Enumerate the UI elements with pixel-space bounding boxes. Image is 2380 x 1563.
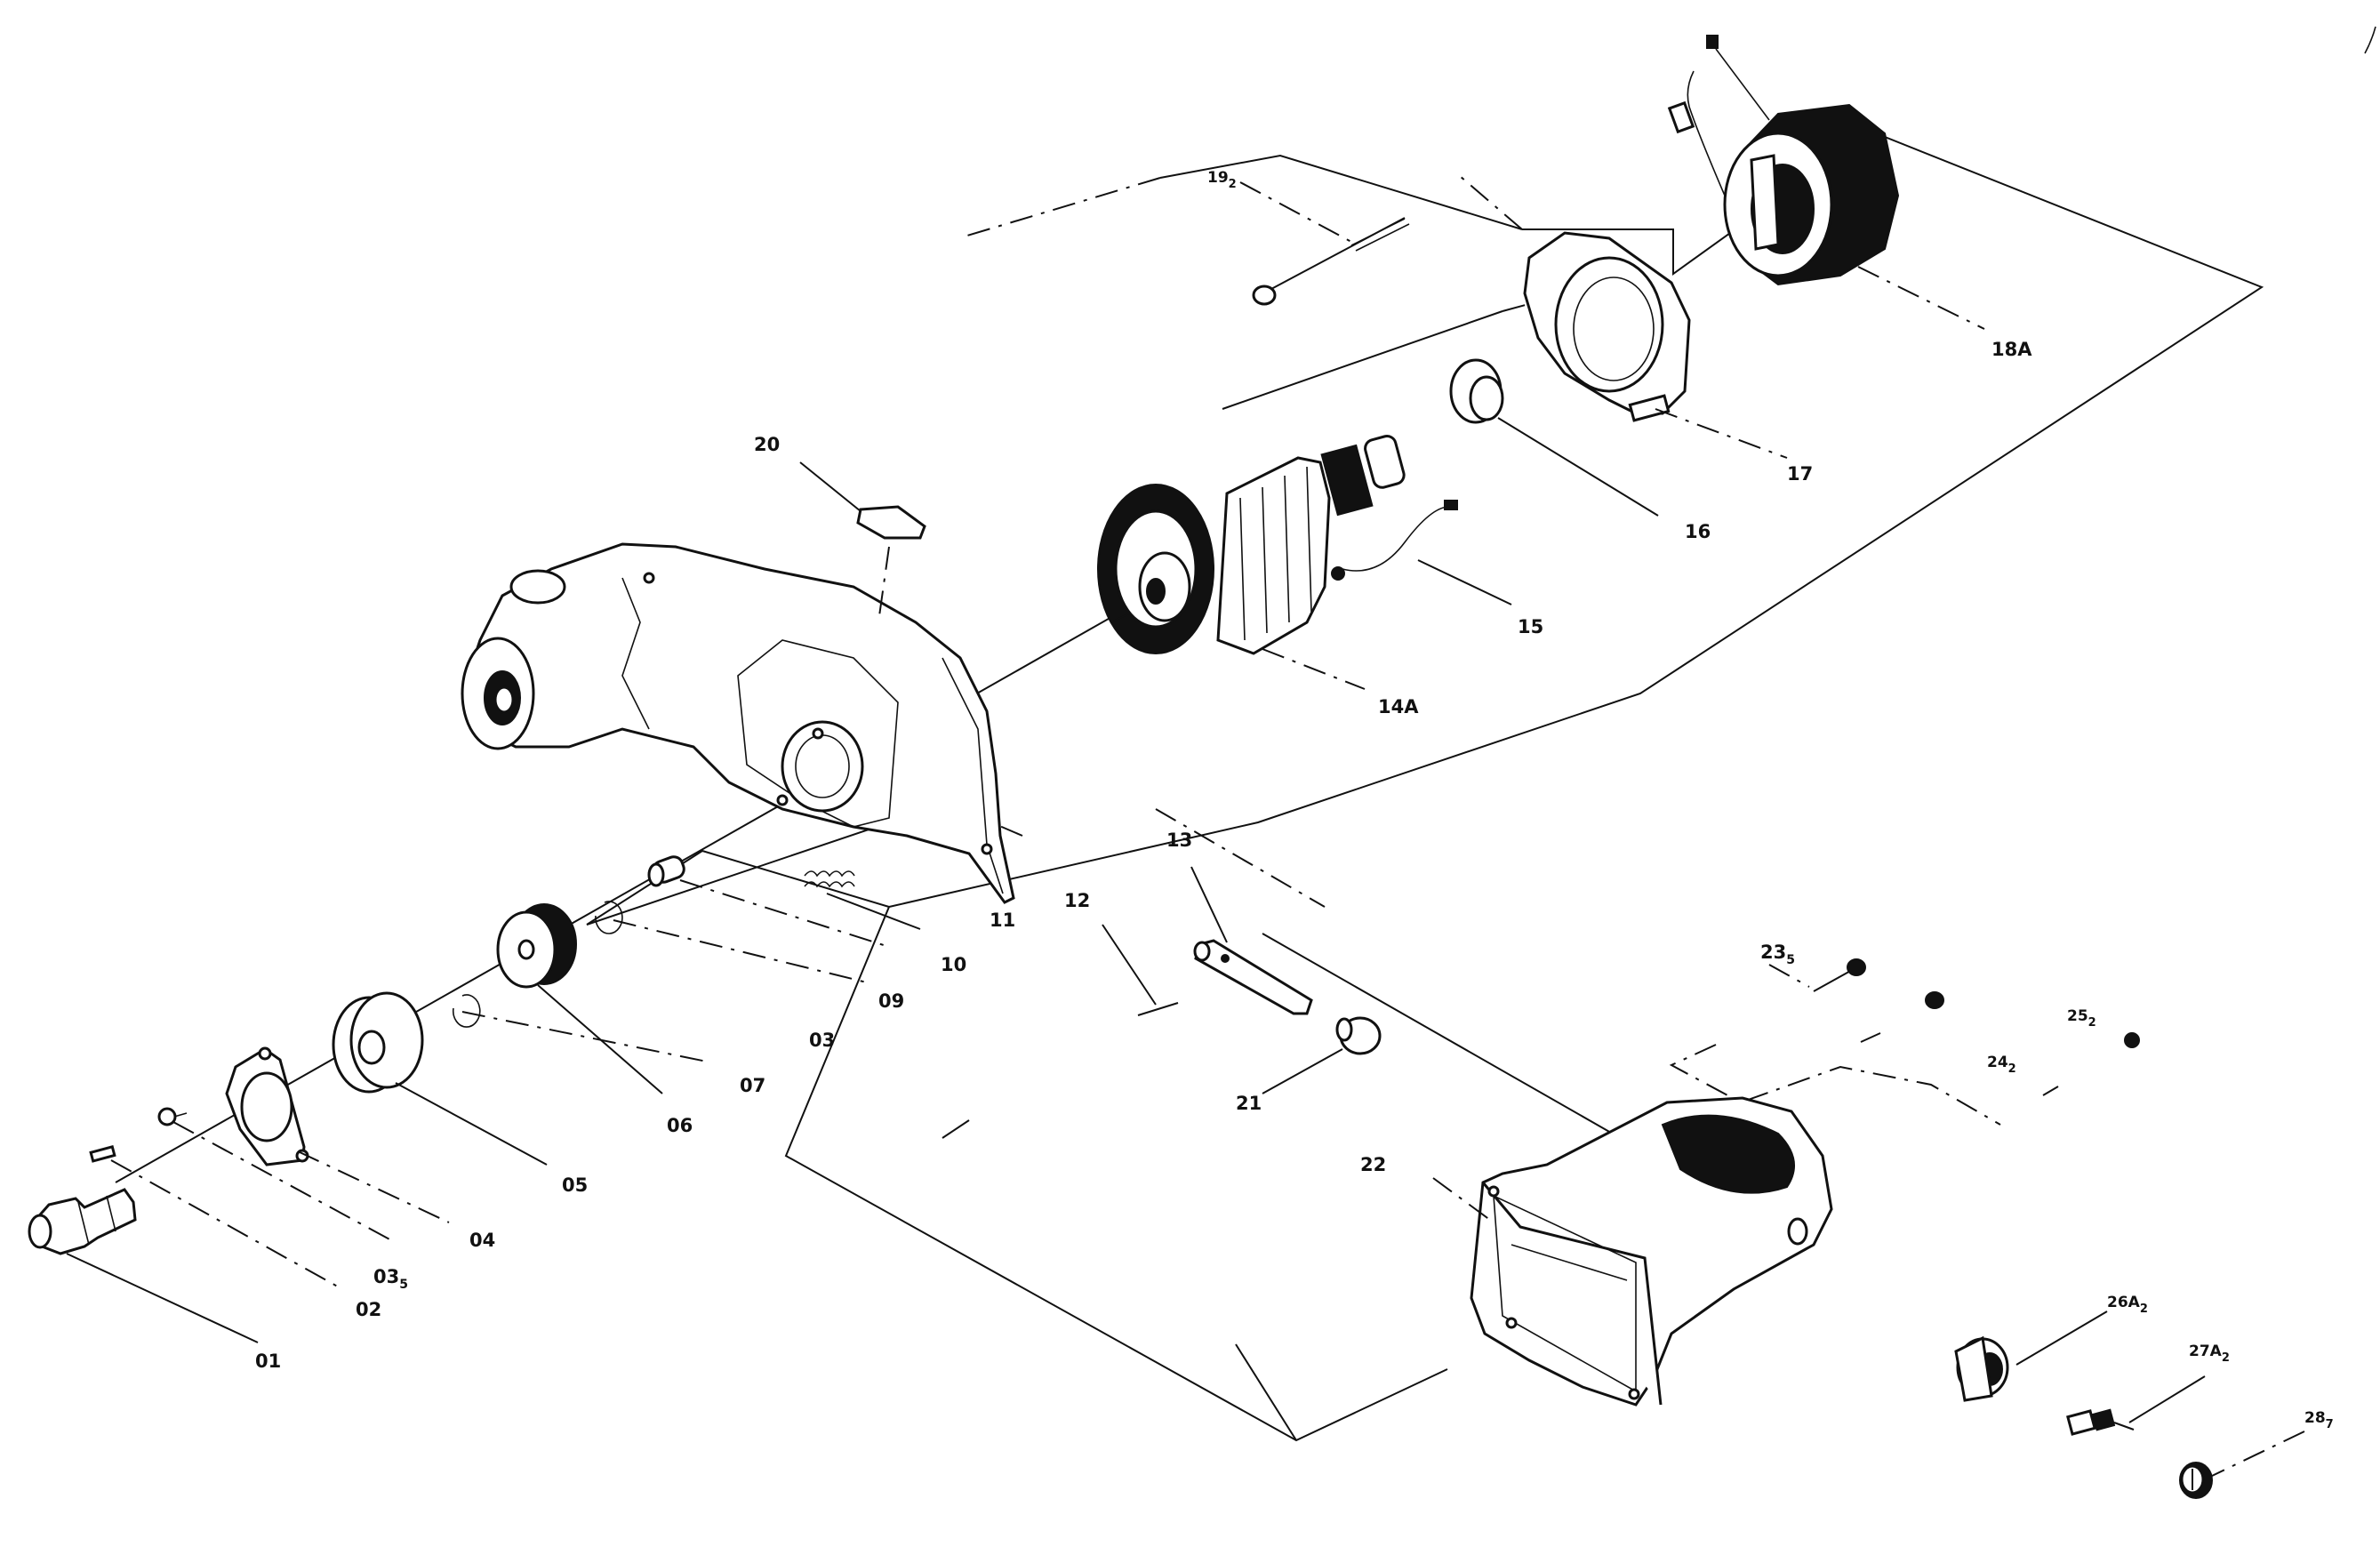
label-15: 15 <box>1518 616 1543 637</box>
part-15-lead-wire <box>1331 500 1458 581</box>
part-18-field-coil <box>1667 35 1900 286</box>
label-11: 11 <box>990 910 1015 931</box>
part-03-screw <box>157 1107 188 1126</box>
label-09: 09 <box>878 990 904 1012</box>
part-labels: 01 02 035 04 05 06 07 03 09 10 11 12 13 … <box>255 169 2334 1431</box>
part-04-retainer-plate <box>225 1046 309 1166</box>
label-27: 27A2 <box>2189 1343 2230 1365</box>
part-03-bushing <box>647 855 685 887</box>
label-28: 287 <box>2304 1409 2334 1431</box>
part-11-gear-housing <box>461 542 1015 904</box>
label-06: 06 <box>667 1115 693 1136</box>
label-17: 17 <box>1787 463 1813 485</box>
part-28-brush-cap <box>2179 1462 2213 1499</box>
label-02: 02 <box>356 1299 381 1320</box>
part-06-gear <box>496 903 577 989</box>
part-13-shaft <box>1193 939 1313 1015</box>
label-16: 16 <box>1685 521 1711 542</box>
part-17-baffle <box>1523 231 1691 422</box>
label-25: 252 <box>2067 1007 2096 1030</box>
part-01-spindle <box>28 1188 137 1255</box>
label-18: 18A <box>1991 339 2032 360</box>
part-26-brush-holder <box>1954 1335 2009 1402</box>
label-04: 04 <box>469 1230 495 1251</box>
label-03b: 035 <box>373 1266 408 1292</box>
part-05-bearing <box>332 991 424 1094</box>
part-12-pin <box>1137 1002 1179 1016</box>
part-07-circlip <box>452 994 481 1028</box>
label-23: 235 <box>1760 942 1795 967</box>
part-09-ring <box>595 901 623 934</box>
part-23-screw-2 <box>1860 991 1944 1043</box>
label-05: 05 <box>562 1174 588 1196</box>
part-16-bearing <box>1449 358 1504 424</box>
label-20: 20 <box>754 434 780 455</box>
part-24-screw <box>2042 1086 2059 1096</box>
part-21-button <box>1335 1016 1382 1055</box>
label-19: 192 <box>1207 169 1237 191</box>
part-19-bolt <box>1252 217 1410 306</box>
part-20-cover <box>856 505 926 623</box>
part-10-spring <box>804 870 855 888</box>
label-01: 01 <box>255 1351 281 1372</box>
label-10: 10 <box>941 954 966 975</box>
leader-lines <box>66 181 2305 1477</box>
label-22: 22 <box>1360 1154 1386 1175</box>
part-22-motor-housing <box>1470 1096 1833 1407</box>
label-07: 07 <box>740 1075 765 1096</box>
label-03a: 03 <box>809 1030 835 1051</box>
part-25-screw <box>2124 1032 2140 1048</box>
part-23-screw <box>1813 958 1866 992</box>
label-14: 14A <box>1378 696 1419 717</box>
label-21: 21 <box>1236 1093 1262 1114</box>
label-24: 242 <box>1987 1054 2016 1076</box>
label-13: 13 <box>1166 830 1192 851</box>
label-26: 26A2 <box>2107 1294 2148 1316</box>
part-02-key <box>89 1144 116 1163</box>
corner-mark <box>2364 26 2376 54</box>
part-14-armature <box>1097 435 1406 655</box>
part-27-carbon-brush <box>2066 1408 2135 1436</box>
label-12: 12 <box>1064 890 1090 911</box>
